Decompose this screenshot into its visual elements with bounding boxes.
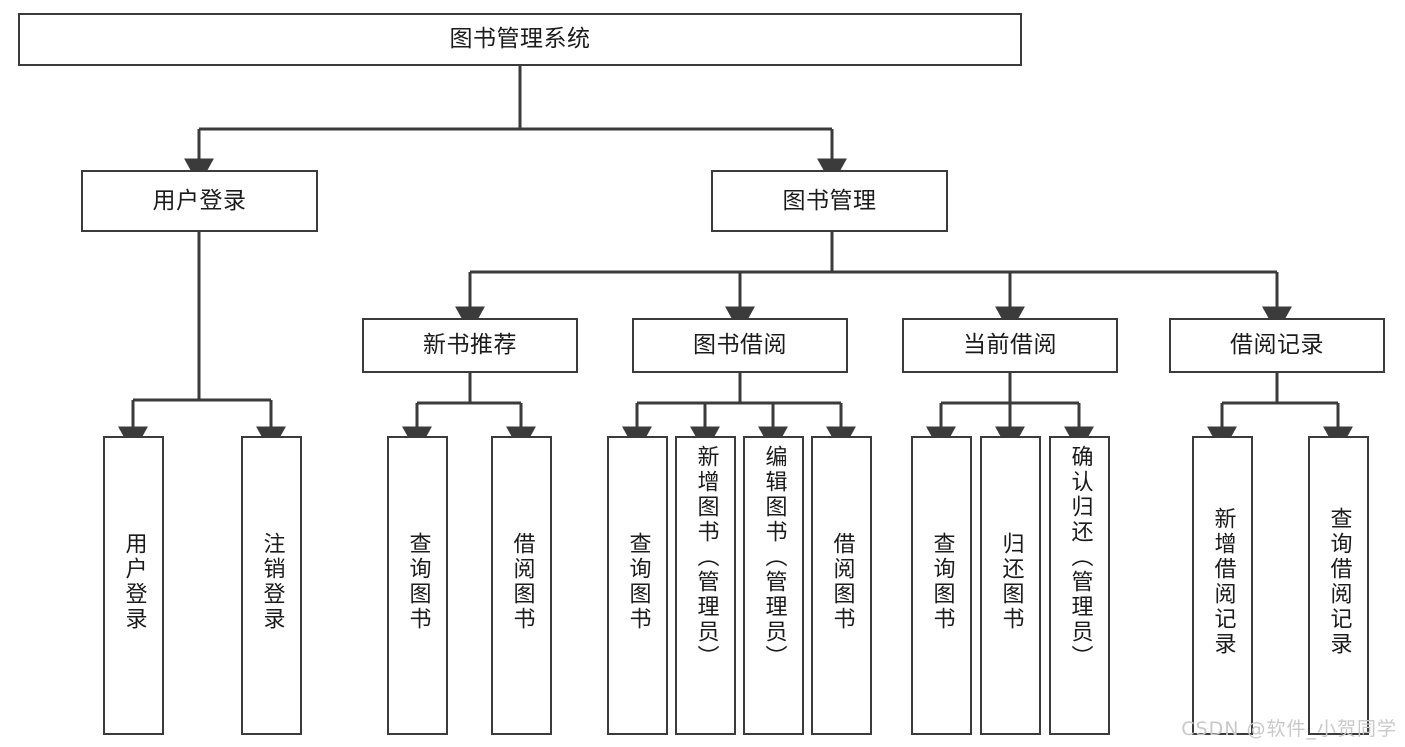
leaf-newbook-borrow[interactable]: 借阅图书 [491, 436, 552, 735]
node-user-login[interactable]: 用户登录 [81, 170, 318, 232]
node-borrow-record[interactable]: 借阅记录 [1169, 318, 1385, 373]
leaf-newbook-borrow-label: 借阅图书 [509, 532, 535, 632]
leaf-login-user-label: 用户登录 [121, 532, 147, 632]
leaf-borrow-edit-label: 编辑图书（管理员） [761, 445, 787, 670]
leaf-borrow-query[interactable]: 查询图书 [607, 436, 668, 735]
leaf-record-add-label: 新增借阅记录 [1210, 507, 1236, 657]
leaf-borrow-take[interactable]: 借阅图书 [811, 436, 872, 735]
node-book-borrow[interactable]: 图书借阅 [632, 318, 848, 373]
csdn-watermark: CSDN @软件_小贺同学 [1181, 718, 1397, 740]
leaf-borrow-add-label: 新增图书（管理员） [693, 445, 719, 670]
node-root-label: 图书管理系统 [449, 26, 591, 53]
leaf-newbook-query[interactable]: 查询图书 [387, 436, 448, 735]
leaf-current-query[interactable]: 查询图书 [911, 436, 972, 735]
node-book-management[interactable]: 图书管理 [711, 170, 948, 232]
node-current-borrow-label: 当前借阅 [963, 332, 1057, 359]
leaf-login-logout[interactable]: 注销登录 [241, 436, 302, 735]
leaf-borrow-take-label: 借阅图书 [829, 532, 855, 632]
leaf-current-return[interactable]: 归还图书 [980, 436, 1041, 735]
leaf-borrow-add[interactable]: 新增图书（管理员） [675, 436, 736, 735]
leaf-newbook-query-label: 查询图书 [405, 532, 431, 632]
leaf-borrow-query-label: 查询图书 [625, 532, 651, 632]
leaf-login-logout-label: 注销登录 [259, 532, 285, 632]
node-book-borrow-label: 图书借阅 [693, 332, 787, 359]
leaf-record-query-label: 查询借阅记录 [1326, 507, 1352, 657]
leaf-current-return-label: 归还图书 [998, 532, 1024, 632]
leaf-current-query-label: 查询图书 [929, 532, 955, 632]
node-new-book-recommend[interactable]: 新书推荐 [362, 318, 578, 373]
node-root[interactable]: 图书管理系统 [18, 13, 1022, 66]
leaf-record-query[interactable]: 查询借阅记录 [1308, 436, 1369, 735]
leaf-borrow-edit[interactable]: 编辑图书（管理员） [743, 436, 804, 735]
node-current-borrow[interactable]: 当前借阅 [902, 318, 1118, 373]
node-new-book-recommend-label: 新书推荐 [423, 332, 517, 359]
leaf-record-add[interactable]: 新增借阅记录 [1192, 436, 1253, 735]
node-borrow-record-label: 借阅记录 [1230, 332, 1324, 359]
leaf-login-user[interactable]: 用户登录 [103, 436, 164, 735]
leaf-current-confirm[interactable]: 确认归还（管理员） [1049, 436, 1110, 735]
node-book-management-label: 图书管理 [782, 187, 877, 214]
node-user-login-label: 用户登录 [152, 187, 247, 214]
leaf-current-confirm-label: 确认归还（管理员） [1067, 445, 1093, 670]
